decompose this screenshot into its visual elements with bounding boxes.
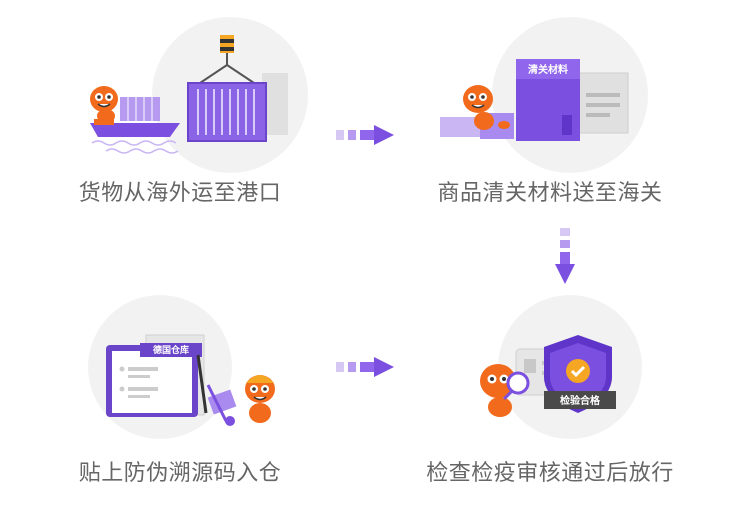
- clipboard-tag: 德国仓库: [153, 344, 189, 356]
- warehouse-clipboard-illustration: 德国仓库: [88, 295, 275, 439]
- ship-crane-illustration: [90, 17, 308, 173]
- badge-label: 检验合格: [560, 394, 601, 407]
- arrow-down-icon: [555, 228, 575, 284]
- inspection-shield-illustration: 检验合格: [480, 295, 642, 439]
- step-caption: 货物从海外运至港口: [78, 181, 282, 206]
- customs-documents-illustration: 清关材料: [440, 17, 648, 173]
- step-caption: 贴上防伪溯源码入仓: [78, 461, 282, 486]
- mascot-icon: [245, 375, 275, 423]
- arrow-right-icon: [336, 125, 394, 145]
- mascot-icon: [90, 86, 118, 123]
- step-ship-to-port: 货物从海外运至港口: [50, 15, 310, 235]
- arrow-right-icon: [336, 357, 394, 377]
- mascot-icon: [480, 364, 530, 417]
- step-customs-documents: 清关材料 商品清关材料送至海关: [420, 15, 680, 235]
- mascot-icon: [463, 85, 510, 130]
- step-warehouse-label: 德国仓库 贴上防伪溯源码入仓: [50, 295, 310, 515]
- step-caption: 检查检疫审核通过后放行: [426, 461, 674, 486]
- step-inspection-release: 检验合格 检查检疫审核通过后放行: [420, 295, 680, 515]
- step-caption: 商品清关材料送至海关: [437, 181, 663, 206]
- doc-label: 清关材料: [528, 63, 568, 76]
